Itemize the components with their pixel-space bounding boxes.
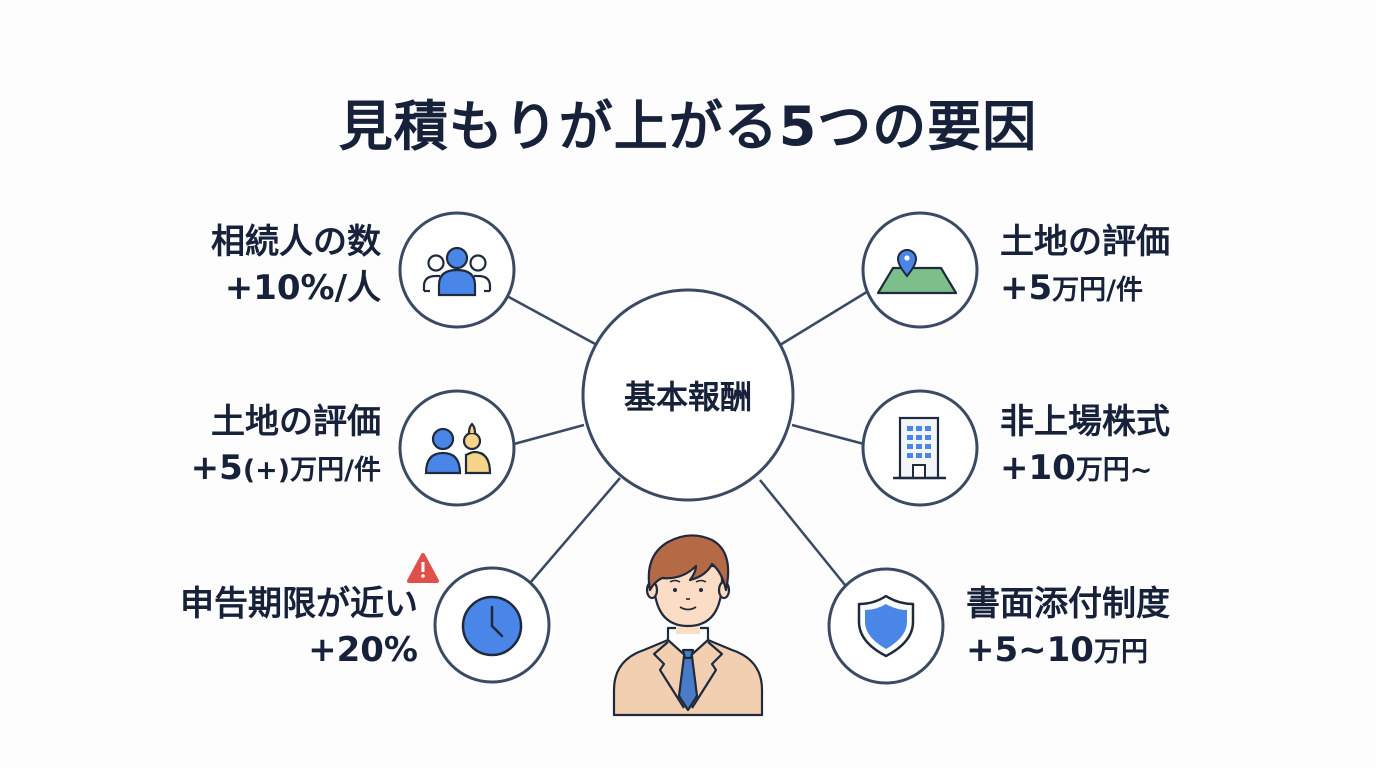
factor-name: 相続人の数	[211, 222, 381, 262]
factor-price: +10%/人	[224, 267, 381, 308]
factor-land-left: 土地の評価 +5(+)万円/件	[191, 400, 381, 492]
map-pin-land-icon	[876, 249, 958, 295]
factor-price: +10万円~	[1000, 447, 1153, 488]
center-label: 基本報酬	[623, 378, 752, 416]
node-circle-land-left	[398, 389, 516, 507]
factor-heirs: 相続人の数 +10%/人	[211, 220, 381, 312]
page-title: 見積もりが上がる5つの要因	[338, 95, 1038, 158]
factor-name: 非上場株式	[1000, 402, 1170, 442]
two-people-icon	[424, 422, 492, 475]
factor-name: 書面添付制度	[966, 584, 1170, 624]
building-icon	[893, 416, 946, 480]
factor-price: +5~10万円	[966, 629, 1148, 670]
factor-name: 申告期限が近い	[180, 584, 418, 624]
center-circle	[581, 288, 795, 502]
factor-document: 書面添付制度 +5~10万円	[966, 582, 1170, 674]
factor-price: +5万円/件	[1000, 267, 1144, 308]
people-group-icon	[422, 246, 492, 297]
factor-deadline: 申告期限が近い +20%	[180, 582, 418, 674]
factor-price: +20%	[308, 629, 418, 670]
warning-icon	[407, 553, 439, 583]
factor-price: +5(+)万円/件	[190, 447, 381, 488]
connector-lines	[506, 288, 871, 586]
clock-icon	[461, 595, 523, 657]
factor-stock: 非上場株式 +10万円~	[1000, 400, 1170, 492]
businessman-avatar	[612, 534, 764, 717]
factor-name: 土地の評価	[211, 402, 381, 442]
factor-land-right: 土地の評価 +5万円/件	[1000, 220, 1170, 312]
shield-icon	[857, 594, 915, 658]
factor-name: 土地の評価	[1000, 222, 1170, 262]
